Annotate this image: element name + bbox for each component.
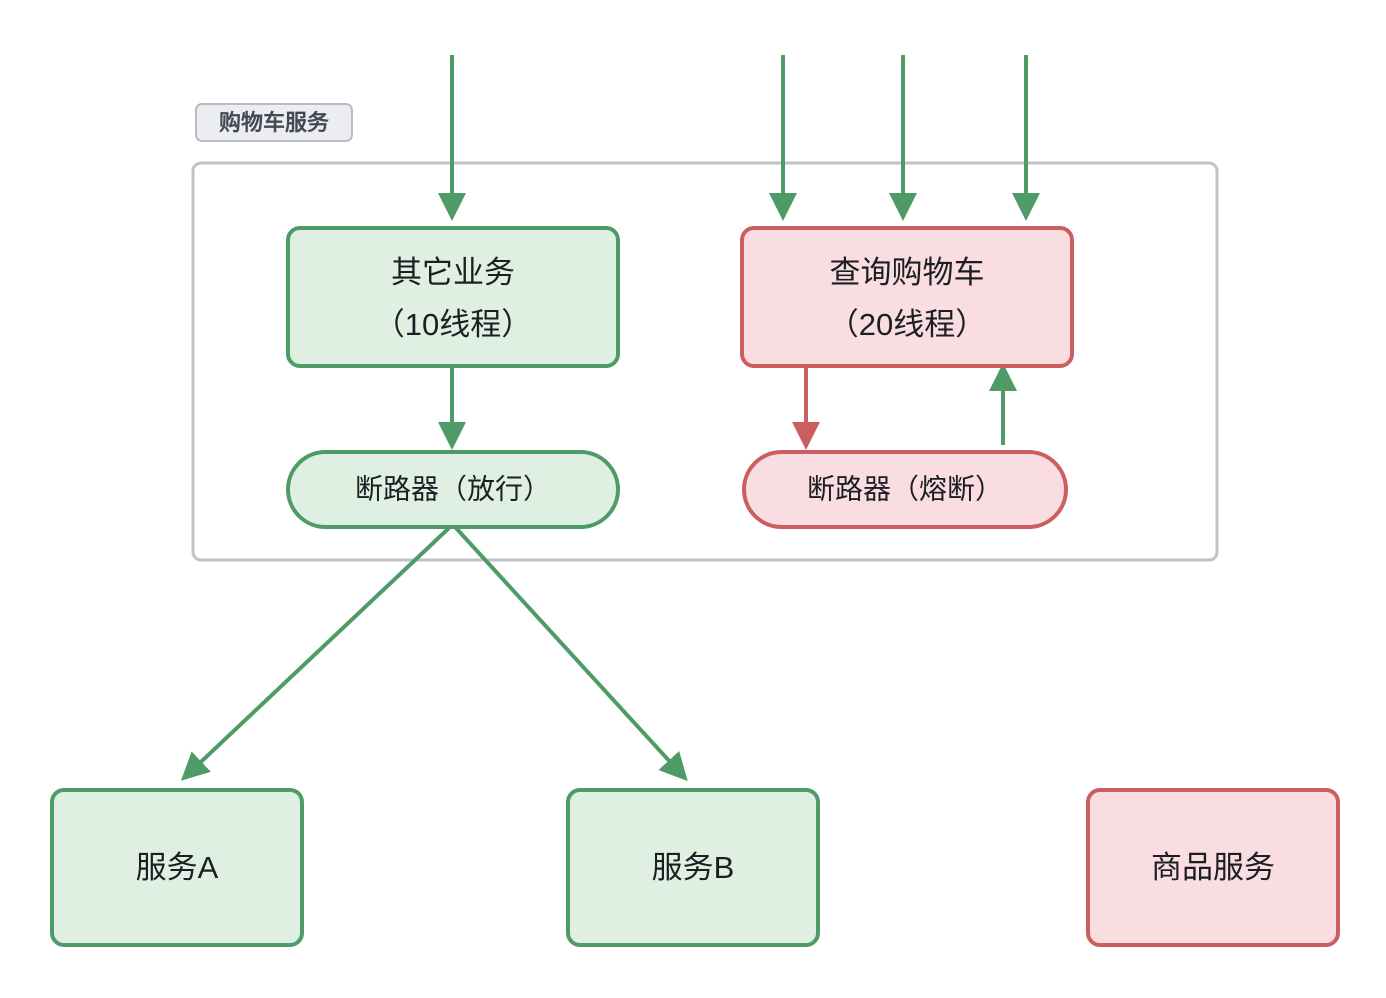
internal-edges [438,363,1017,450]
node-query-shopping-cart-shape[interactable] [740,226,1074,368]
node-service-b-label: 服务B [652,850,735,885]
node-circuit-breaker-open-label: 断路器（熔断） [807,473,1003,504]
node-circuit-breaker-pass-shape[interactable] [286,450,620,529]
node-other-business-line-1: 其它业务 [391,255,515,290]
cluster-label-text: 购物车服务 [219,110,330,135]
node-circuit-breaker-pass[interactable]: 断路器（放行） [286,450,620,529]
service-fanout-edges [180,526,688,782]
node-query-shopping-cart-line-2: （20线程） [828,307,986,342]
node-service-a[interactable]: 服务A [50,788,304,947]
node-circuit-breaker-open-shape[interactable] [742,450,1068,529]
node-query-shopping-cart[interactable]: 查询购物车 （20线程） [740,226,1074,368]
node-query-shopping-cart-line-1: 查询购物车 [830,255,985,290]
node-service-a-label: 服务A [136,850,219,885]
node-service-a-shape[interactable] [50,788,304,947]
node-circuit-breaker-open[interactable]: 断路器（熔断） [742,450,1068,529]
edge-breaker-pass-to-service-a [180,526,451,781]
node-service-b[interactable]: 服务B [566,788,820,947]
incoming-request-arrows [438,55,1040,221]
edge-breaker-pass-to-service-b [454,526,688,782]
node-other-business-shape[interactable] [286,226,620,368]
node-product-service-shape[interactable] [1086,788,1340,947]
node-circuit-breaker-pass-label: 断路器（放行） [355,473,551,504]
node-product-service-label: 商品服务 [1151,850,1275,885]
node-product-service[interactable]: 商品服务 [1086,788,1340,947]
cluster-label-badge [195,103,353,142]
node-other-business[interactable]: 其它业务 （10线程） [286,226,620,368]
node-service-b-shape[interactable] [566,788,820,947]
node-other-business-line-2: （10线程） [374,307,532,342]
